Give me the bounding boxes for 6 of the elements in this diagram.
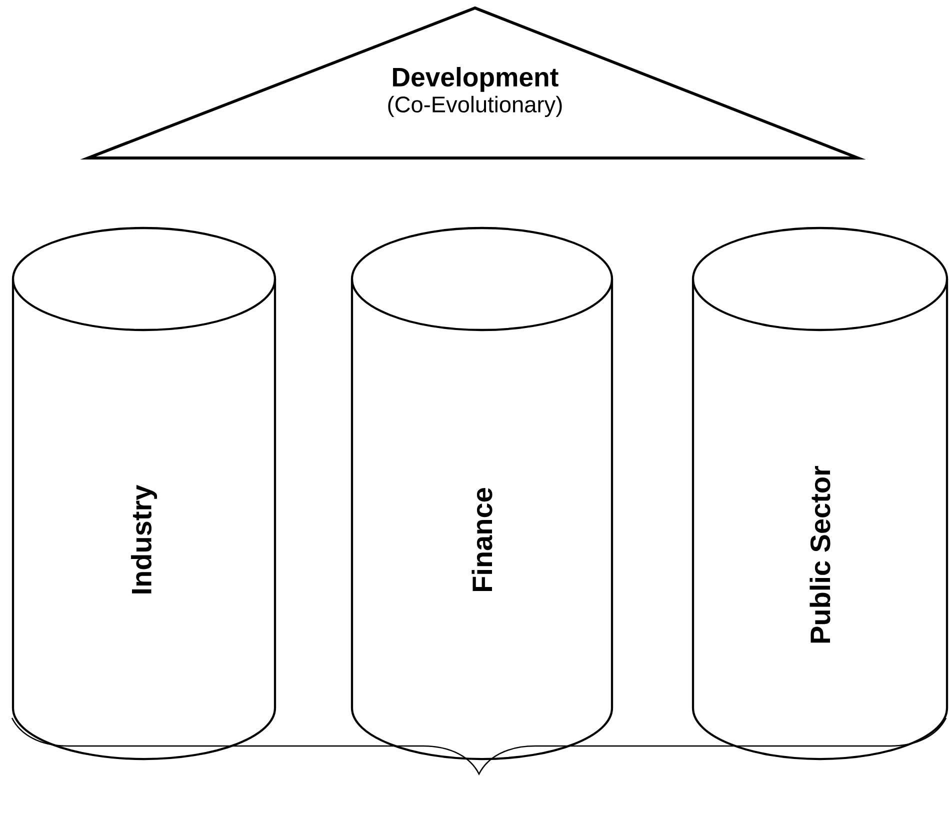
node-label: Finance	[472, 488, 492, 592]
cylinder: Industry	[12, 226, 276, 760]
cylinder: Public Sector	[692, 226, 948, 760]
node-label: Industry	[130, 484, 158, 594]
cylinder: Finance	[350, 226, 614, 760]
node-label: Public Sector	[810, 466, 830, 643]
